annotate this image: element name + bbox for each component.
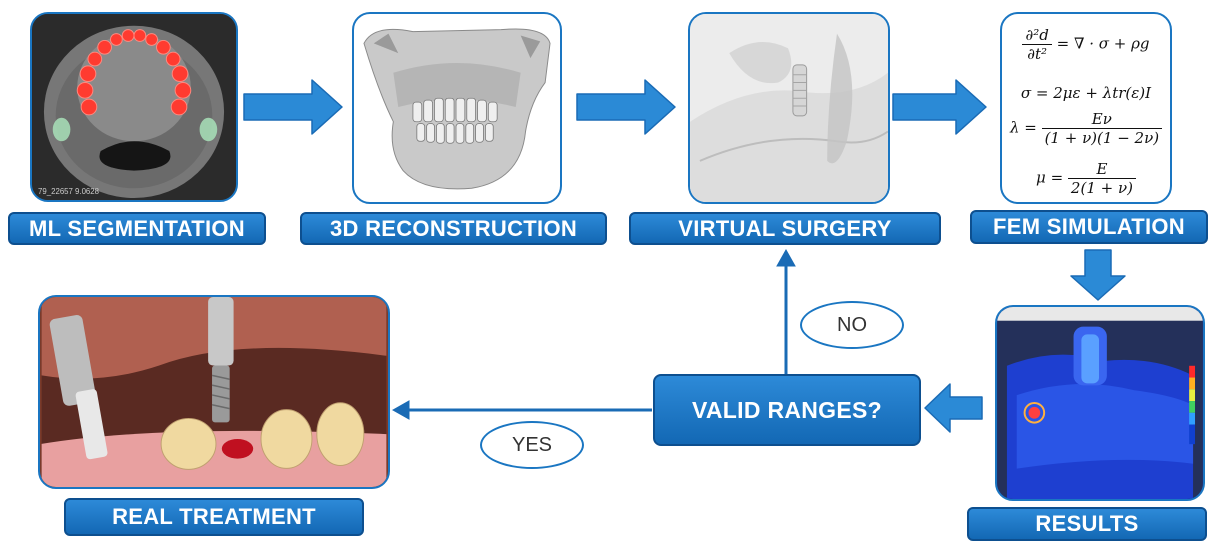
- arrow-surgery-to-fem: [893, 80, 986, 134]
- eq3-lhs: λ =: [1010, 119, 1037, 137]
- fem-equations-panel: ∂²d ∂t² = ∇ · σ + ρg σ = 2με + λtr(ε)I λ…: [1000, 12, 1172, 204]
- results-heatmap-panel: [995, 305, 1205, 501]
- ct-caption: 79_22657 9.0628: [38, 187, 100, 196]
- label-3d-reconstruction: 3D RECONSTRUCTION: [300, 212, 607, 245]
- label-virtual-surgery: VIRTUAL SURGERY: [629, 212, 941, 245]
- equation-motion: ∂²d ∂t² = ∇ · σ + ρg: [1002, 26, 1170, 63]
- skull-reconstruction-panel: [352, 12, 562, 204]
- equation-mu: μ = E 2(1 + ν): [1002, 160, 1170, 197]
- branch-no-label: NO: [800, 301, 904, 349]
- equation-lambda: λ = Eν (1 + ν)(1 − 2ν): [1002, 110, 1170, 147]
- eq1-lhs-denominator: ∂t²: [1022, 45, 1051, 63]
- eq4-numerator: E: [1068, 160, 1136, 179]
- results-heatmap-image: [997, 307, 1203, 499]
- virtual-surgery-image: [690, 14, 888, 202]
- label-ml-segmentation: ML SEGMENTATION: [8, 212, 266, 245]
- equation-stress: σ = 2με + λtr(ε)I: [1002, 84, 1170, 102]
- decision-valid-ranges: VALID RANGES?: [653, 374, 921, 446]
- eq3-denominator: (1 + ν)(1 − 2ν): [1042, 129, 1163, 147]
- eq1-lhs-numerator: ∂²d: [1022, 26, 1051, 45]
- eq3-numerator: Eν: [1042, 110, 1163, 129]
- eq2-text: σ = 2με + λtr(ε)I: [1021, 84, 1151, 102]
- real-treatment-panel: [38, 295, 390, 489]
- real-treatment-photo: [40, 297, 388, 487]
- arrow-yes-head: [393, 401, 409, 419]
- ct-scan-panel: 79_22657 9.0628: [30, 12, 238, 202]
- eq4-denominator: 2(1 + ν): [1068, 179, 1136, 197]
- virtual-surgery-panel: [688, 12, 890, 204]
- ct-scan-image: 79_22657 9.0628: [32, 14, 236, 200]
- eq1-rhs: = ∇ · σ + ρg: [1057, 35, 1150, 53]
- label-fem-simulation: FEM SIMULATION: [970, 210, 1208, 244]
- arrow-no-head: [777, 250, 795, 266]
- skull-3d-image: [354, 14, 560, 202]
- label-results: RESULTS: [967, 507, 1207, 541]
- eq4-lhs: μ =: [1036, 169, 1063, 187]
- arrow-results-to-valid: [925, 384, 982, 432]
- label-real-treatment: REAL TREATMENT: [64, 498, 364, 536]
- arrow-seg-to-recon: [244, 80, 342, 134]
- branch-yes-label: YES: [480, 421, 584, 469]
- arrow-fem-to-results: [1071, 250, 1125, 300]
- arrow-recon-to-surgery: [577, 80, 675, 134]
